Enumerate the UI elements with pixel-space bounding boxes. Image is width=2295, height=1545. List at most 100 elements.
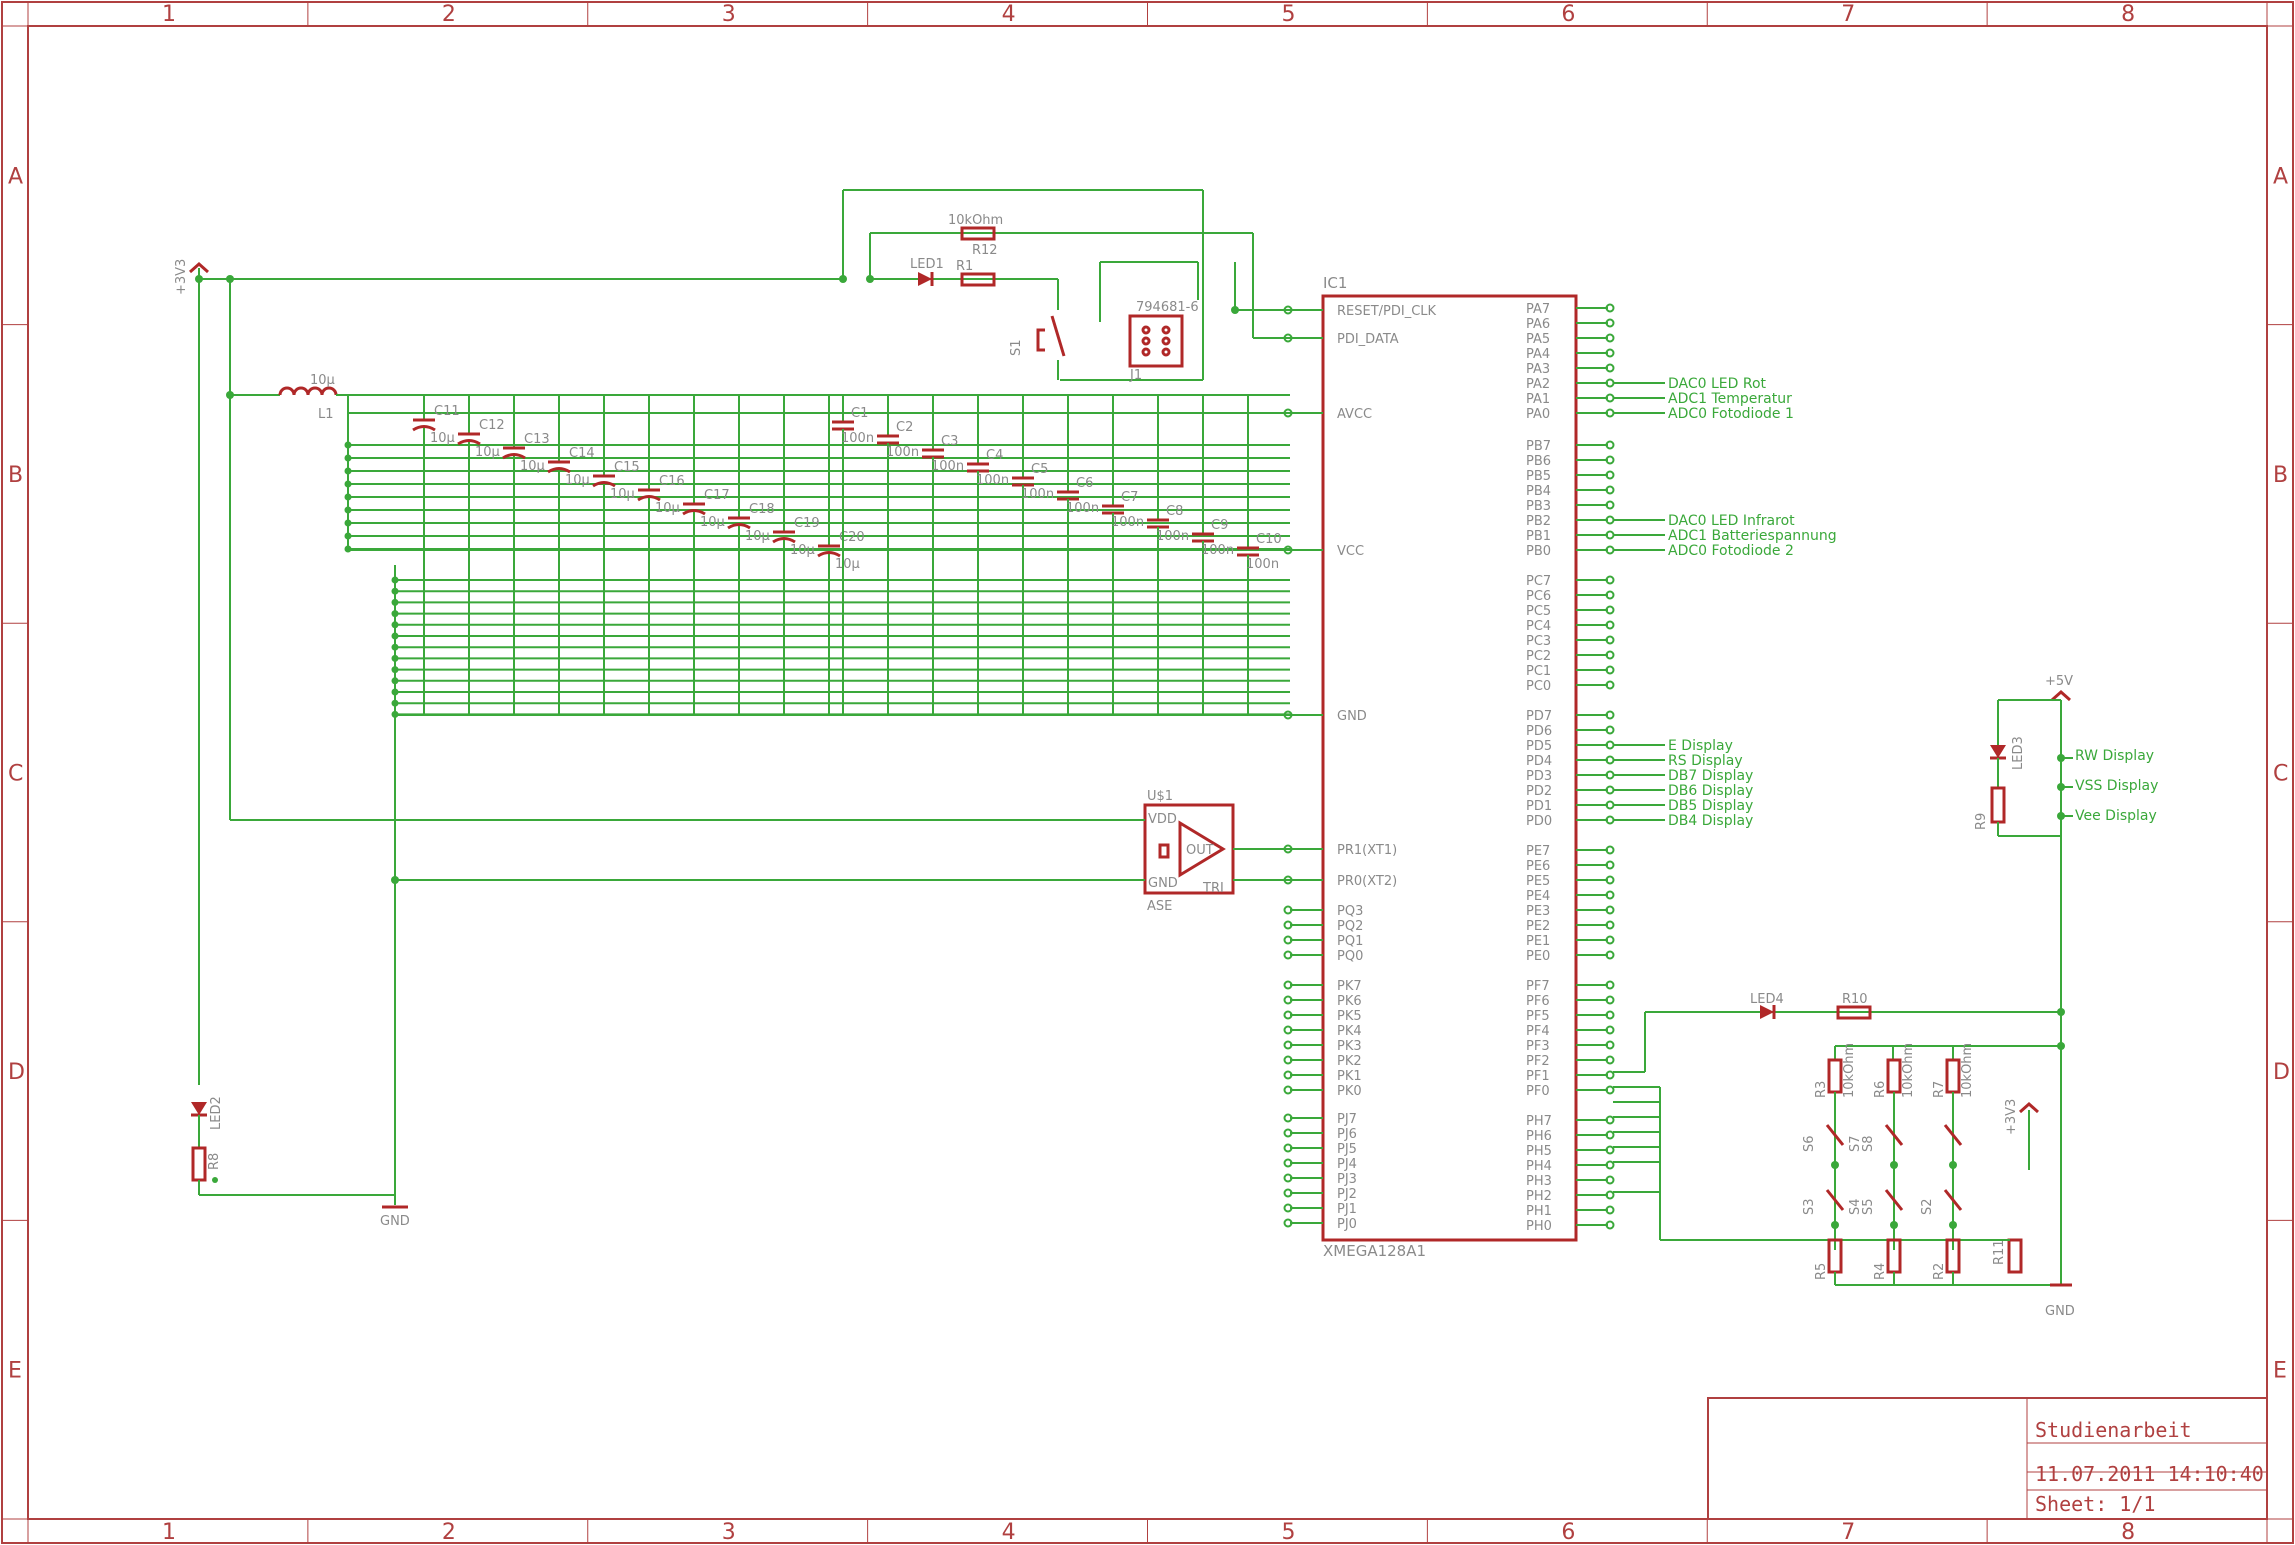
keypad-resistor-name: R7	[1932, 1081, 1947, 1098]
cap-value: 10µ	[745, 529, 770, 544]
cap-plate-curved	[412, 425, 436, 432]
keypad-resistor-bottom-name: R5	[1814, 1263, 1829, 1280]
cap-name: C17	[704, 488, 730, 503]
ic1-left-pin-end	[1283, 1158, 1293, 1168]
title-block-sheet: Sheet: 1/1	[2035, 1492, 2155, 1516]
ic1-right-pin-label: PH1	[1526, 1204, 1552, 1219]
cap-plate-curved	[772, 537, 796, 544]
ic1-right-pin-label: PE0	[1526, 949, 1550, 964]
inductor-l1: 10µ L1	[226, 373, 348, 422]
ic1-right-pin-end	[1605, 1205, 1615, 1215]
ic1-left-pins: RESET/PDI_CLKPDI_DATAAVCCVCCGNDPR1(XT1)P…	[1283, 304, 1437, 1232]
ic1-right-pin-label: PC2	[1526, 649, 1551, 664]
net-label-pd1: DB5 Display	[1668, 798, 1753, 814]
keypad-resistor-value: 10kOhm	[1842, 1043, 1857, 1098]
ic1-left-pin-end	[1283, 1143, 1293, 1153]
gnd-label-left: GND	[380, 1214, 410, 1229]
cap-plate-curved	[457, 439, 481, 446]
cap-plate-curved	[547, 467, 571, 474]
column-label-bottom-2: 2	[442, 1520, 456, 1545]
row-label-right-C: C	[2273, 762, 2288, 787]
ic1-right-pin-label: PC5	[1526, 604, 1551, 619]
ic1-right-pin-label: PA2	[1526, 377, 1550, 392]
ic1-right-pin-label: PA5	[1526, 332, 1550, 347]
ic1-value: XMEGA128A1	[1323, 1242, 1426, 1260]
ic1-left-pin-label: PDI_DATA	[1337, 332, 1399, 347]
ic1-left-pin-end	[1283, 1218, 1293, 1228]
net-label-pb1: ADC1 Batteriespannung	[1668, 528, 1837, 544]
net-labels: DAC0 LED Rot ADC1 Temperatur ADC0 Fotodi…	[1613, 376, 1837, 829]
ic1-left-pin-label: PK2	[1337, 1054, 1362, 1069]
net-label-pa1: ADC1 Temperatur	[1668, 391, 1792, 407]
ic1-left-pin-label: PJ1	[1337, 1202, 1357, 1217]
ic1-left-pin-end	[1283, 935, 1293, 945]
ic1-left-pin-label: PJ4	[1337, 1157, 1357, 1172]
ic1-left-pin-label: PK7	[1337, 979, 1362, 994]
column-label-bottom-4: 4	[1002, 1520, 1016, 1545]
ic1-right-pin-end	[1605, 605, 1615, 615]
ic1-right-pin-end	[1605, 318, 1615, 328]
ic1-left-pin-label: PR0(XT2)	[1337, 874, 1397, 889]
ic1-right-pin-label: PB6	[1526, 454, 1551, 469]
net-label-vee: Vee Display	[2075, 808, 2157, 824]
cap-value: 100n	[1201, 543, 1234, 558]
ic1-right-pin-label: PH0	[1526, 1219, 1552, 1234]
ic1-right-pin-label: PC6	[1526, 589, 1551, 604]
led2-name: LED2	[209, 1096, 224, 1130]
cap-value: 10µ	[700, 515, 725, 530]
ic1-right-pin-end	[1605, 1145, 1615, 1155]
keypad-switch-top	[1943, 1124, 1963, 1146]
ic1-right-pin-label: PC7	[1526, 574, 1551, 589]
cap-name: C3	[941, 434, 958, 449]
ic1-left-pin-label: PK1	[1337, 1069, 1362, 1084]
vcc-bus-junction	[344, 441, 352, 449]
ic1-right-pin-end	[1605, 440, 1615, 450]
ic1-right-pin-end	[1605, 485, 1615, 495]
ic1-right-pin-end	[1605, 620, 1615, 630]
ic1-right-pin-label: PH5	[1526, 1144, 1552, 1159]
cap-name: C9	[1211, 518, 1228, 533]
u1-value: ASE	[1147, 899, 1172, 914]
keypad-circuit: LED4 R10 GND +3V3 R11	[1613, 992, 2075, 1319]
ic1-right-pin-end	[1605, 1220, 1615, 1230]
keypad-switch-bottom	[1884, 1189, 1904, 1211]
cap-value: 100n	[1156, 529, 1189, 544]
net-label-pa2: DAC0 LED Rot	[1668, 376, 1767, 392]
ic1-right-pin-end	[1605, 920, 1615, 930]
ic1-right-pin-label: PC1	[1526, 664, 1551, 679]
ic1-right-pin-label: PD4	[1526, 754, 1552, 769]
title-block: Studienarbeit 11.07.2011 14:10:40 Sheet:…	[1707, 1397, 2268, 1520]
ic1-right-pin-end	[1605, 665, 1615, 675]
keypad-resistor-top	[1945, 1058, 1961, 1094]
column-label-top-2: 2	[442, 2, 456, 27]
decoupling-capacitors: C1110µC1210µC1310µC1410µC1510µC1610µC171…	[344, 394, 1290, 718]
ic1-right-pin-end	[1605, 650, 1615, 660]
cap-value: 10µ	[565, 473, 590, 488]
ic1-right-pins: PA7PA6PA5PA4PA3PA2PA1PA0PB7PB6PB5PB4PB3P…	[1526, 302, 1615, 1234]
ic1-right-pin-end	[1605, 1160, 1615, 1170]
cap-plate-curved	[637, 495, 661, 502]
ic1-right-pin-label: PF5	[1526, 1009, 1550, 1024]
ic1-right-pin-label: PB1	[1526, 529, 1551, 544]
supply-3v3-label: +3V3	[174, 259, 189, 295]
ic1-left-pin-label: PQ3	[1337, 904, 1363, 919]
ic1-left-pin-label: PJ5	[1337, 1142, 1357, 1157]
net-label-pb0: ADC0 Fotodiode 2	[1668, 543, 1794, 559]
ic1-right-pin-end	[1605, 303, 1615, 313]
ic1-left-pin-end	[1283, 1070, 1293, 1080]
vcc-bus-junction	[344, 493, 352, 501]
column-label-bottom-7: 7	[1841, 1520, 1855, 1545]
ic1-right-pin-end	[1605, 710, 1615, 720]
column-label-bottom-8: 8	[2121, 1520, 2135, 1545]
ic1-right-pin-end	[1605, 935, 1615, 945]
j1-value: 794681-6	[1136, 300, 1199, 315]
keypad-switch-bottom	[1943, 1189, 1963, 1211]
ic1-left-pin-label: PJ7	[1337, 1112, 1357, 1127]
cap-name: C5	[1031, 462, 1048, 477]
r12-value: 10kOhm	[948, 213, 1003, 228]
ic1-right-pin-label: PA6	[1526, 317, 1550, 332]
ic1-left-pin-label: PR1(XT1)	[1337, 843, 1397, 858]
cap-value: 100n	[931, 459, 964, 474]
keypad-resistor-bottom-name: R4	[1873, 1263, 1888, 1280]
cap-plate-curved	[502, 453, 526, 460]
